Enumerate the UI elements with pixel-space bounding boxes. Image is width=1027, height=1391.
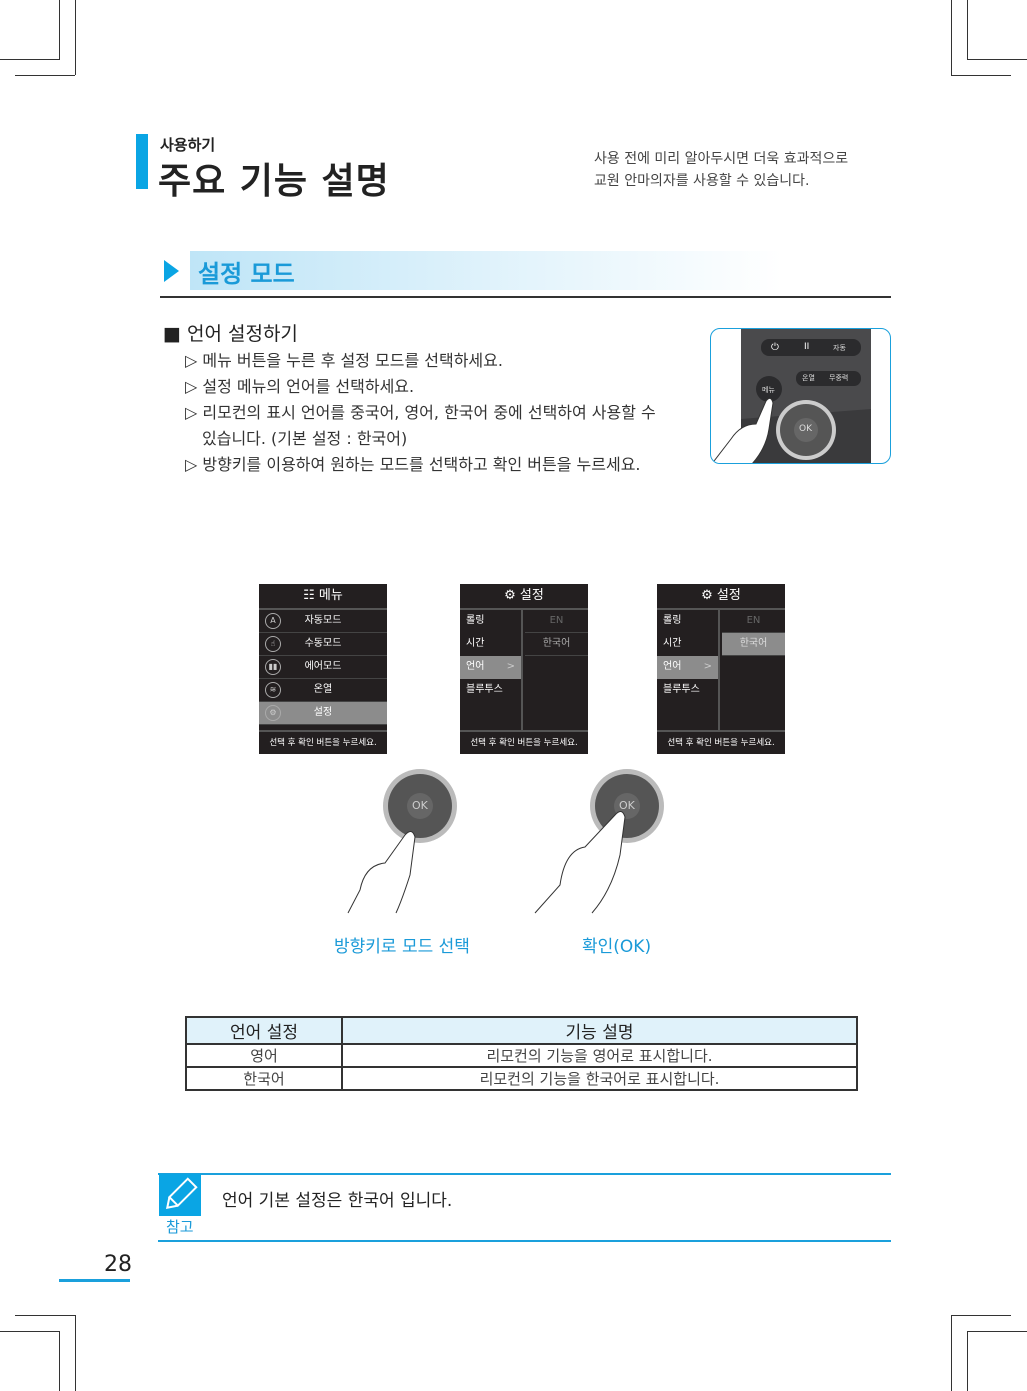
auto-mode-icon: A [265, 613, 281, 629]
crop-mark [0, 1331, 60, 1332]
settings-item: 롤링 [663, 615, 682, 626]
page-title: 주요 기능 설명 [158, 161, 390, 202]
menu-button-label: 메뉴 [762, 386, 775, 394]
crop-mark [951, 0, 952, 75]
crop-mark [951, 1315, 952, 1391]
menu-item-heat: ≋온열 [259, 679, 387, 702]
crop-mark [15, 1315, 75, 1316]
menu-item-manual: ☝수동모드 [259, 633, 387, 656]
crop-mark [951, 1315, 1011, 1316]
pause-icon: II [804, 342, 810, 352]
dial-hand-illustration [534, 769, 664, 914]
settings-item-language: 언어> [657, 656, 718, 679]
crop-mark [0, 59, 60, 60]
triangle-bullet-icon [164, 260, 179, 282]
settings-item-language: 언어> [460, 656, 521, 679]
chevron-right-icon: > [506, 661, 515, 672]
settings-item: 시간 [663, 638, 682, 649]
settings-item: 블루투스 [466, 684, 503, 695]
caption-direction-select: 방향키로 모드 선택 [334, 937, 470, 957]
crop-mark [15, 75, 75, 76]
note-label: 참고 [166, 1218, 194, 1236]
screen-title: ⚙ 설정 [657, 584, 785, 610]
settings-item: 블루투스 [663, 684, 700, 695]
menu-item-air: ▮▮에어모드 [259, 656, 387, 679]
crop-mark [951, 75, 1011, 76]
heat-button-label: 온열 [802, 374, 815, 382]
crop-mark [967, 1331, 1027, 1332]
language-option-selected: 한국어 [722, 633, 785, 656]
crop-mark [967, 1331, 968, 1391]
note-text: 언어 기본 설정은 한국어 입니다. [222, 1191, 453, 1211]
crop-mark [75, 0, 76, 75]
remote-illustration: ⏻ II 자동 온열 무중력 메뉴 OK [710, 328, 891, 464]
crop-mark [59, 0, 60, 60]
language-option: EN [722, 610, 785, 633]
menu-item-settings: ⚙설정 [259, 702, 387, 725]
screen-title: ☷ 메뉴 [259, 584, 387, 610]
power-icon: ⏻ [771, 342, 779, 353]
settings-item: 롤링 [466, 615, 485, 626]
ok-label: OK [412, 799, 428, 812]
hand-icon: ☝ [265, 636, 281, 652]
crop-mark [967, 59, 1027, 60]
crop-mark [967, 0, 968, 60]
screen-footer: 선택 후 확인 버튼을 누르세요. [657, 730, 785, 754]
step: ▷ 메뉴 버튼을 누른 후 설정 모드를 선택하세요. [185, 351, 503, 370]
auto-button-label: 자동 [833, 344, 846, 352]
ok-label: OK [619, 799, 635, 812]
chevron-right-icon: > [703, 661, 712, 672]
step: ▷ 방향키를 이용하여 원하는 모드를 선택하고 확인 버튼을 누르세요. [185, 455, 641, 474]
table-cell: 영어 [185, 1043, 343, 1068]
dial-hand-illustration [347, 769, 457, 914]
table-header: 기능 설명 [341, 1016, 858, 1045]
air-icon: ▮▮ [265, 659, 281, 675]
settings-screen-selected: ⚙ 설정 롤링 시간 언어> 블루투스 EN 한국어 선택 후 확인 버튼을 누… [657, 584, 785, 754]
pencil-icon [159, 1174, 201, 1216]
ok-button-label: OK [799, 424, 812, 434]
step: ▷ 설정 메뉴의 언어를 선택하세요. [185, 377, 415, 396]
table-header: 언어 설정 [185, 1016, 343, 1045]
page-number-underline [59, 1279, 130, 1282]
header-accent-bar [136, 134, 148, 189]
screen-footer: 선택 후 확인 버튼을 누르세요. [460, 730, 588, 754]
settings-screen: ⚙ 설정 롤링 시간 언어> 블루투스 EN 한국어 선택 후 확인 버튼을 누… [460, 584, 588, 754]
crop-mark [75, 1315, 76, 1391]
screen-footer: 선택 후 확인 버튼을 누르세요. [259, 730, 387, 754]
heat-icon: ≋ [265, 682, 281, 698]
table-cell: 리모컨의 기능을 영어로 표시합니다. [341, 1043, 858, 1068]
zero-gravity-button-label: 무중력 [829, 374, 849, 382]
note-divider [158, 1173, 891, 1175]
caption-ok: 확인(OK) [582, 937, 652, 957]
crop-mark [59, 1331, 60, 1391]
section-label: 사용하기 [160, 136, 216, 154]
screen-title: ⚙ 설정 [460, 584, 588, 610]
section-heading: 설정 모드 [190, 251, 782, 290]
settings-item: 시간 [466, 638, 485, 649]
step: ▷ 리모컨의 표시 언어를 중국어, 영어, 한국어 중에 선택하여 사용할 수… [185, 403, 656, 448]
gear-icon: ⚙ [265, 705, 281, 721]
language-option: EN [525, 610, 588, 633]
note-divider [158, 1240, 891, 1242]
language-option: 한국어 [525, 633, 588, 656]
page-number: 28 [104, 1252, 132, 1277]
divider [160, 296, 891, 298]
table-cell: 한국어 [185, 1066, 343, 1091]
steps-list: ▷ 메뉴 버튼을 누른 후 설정 모드를 선택하세요. ▷ 설정 메뉴의 언어를… [185, 348, 675, 478]
table-cell: 리모컨의 기능을 한국어로 표시합니다. [341, 1066, 858, 1091]
subsection-title: ■ 언어 설정하기 [163, 323, 298, 345]
